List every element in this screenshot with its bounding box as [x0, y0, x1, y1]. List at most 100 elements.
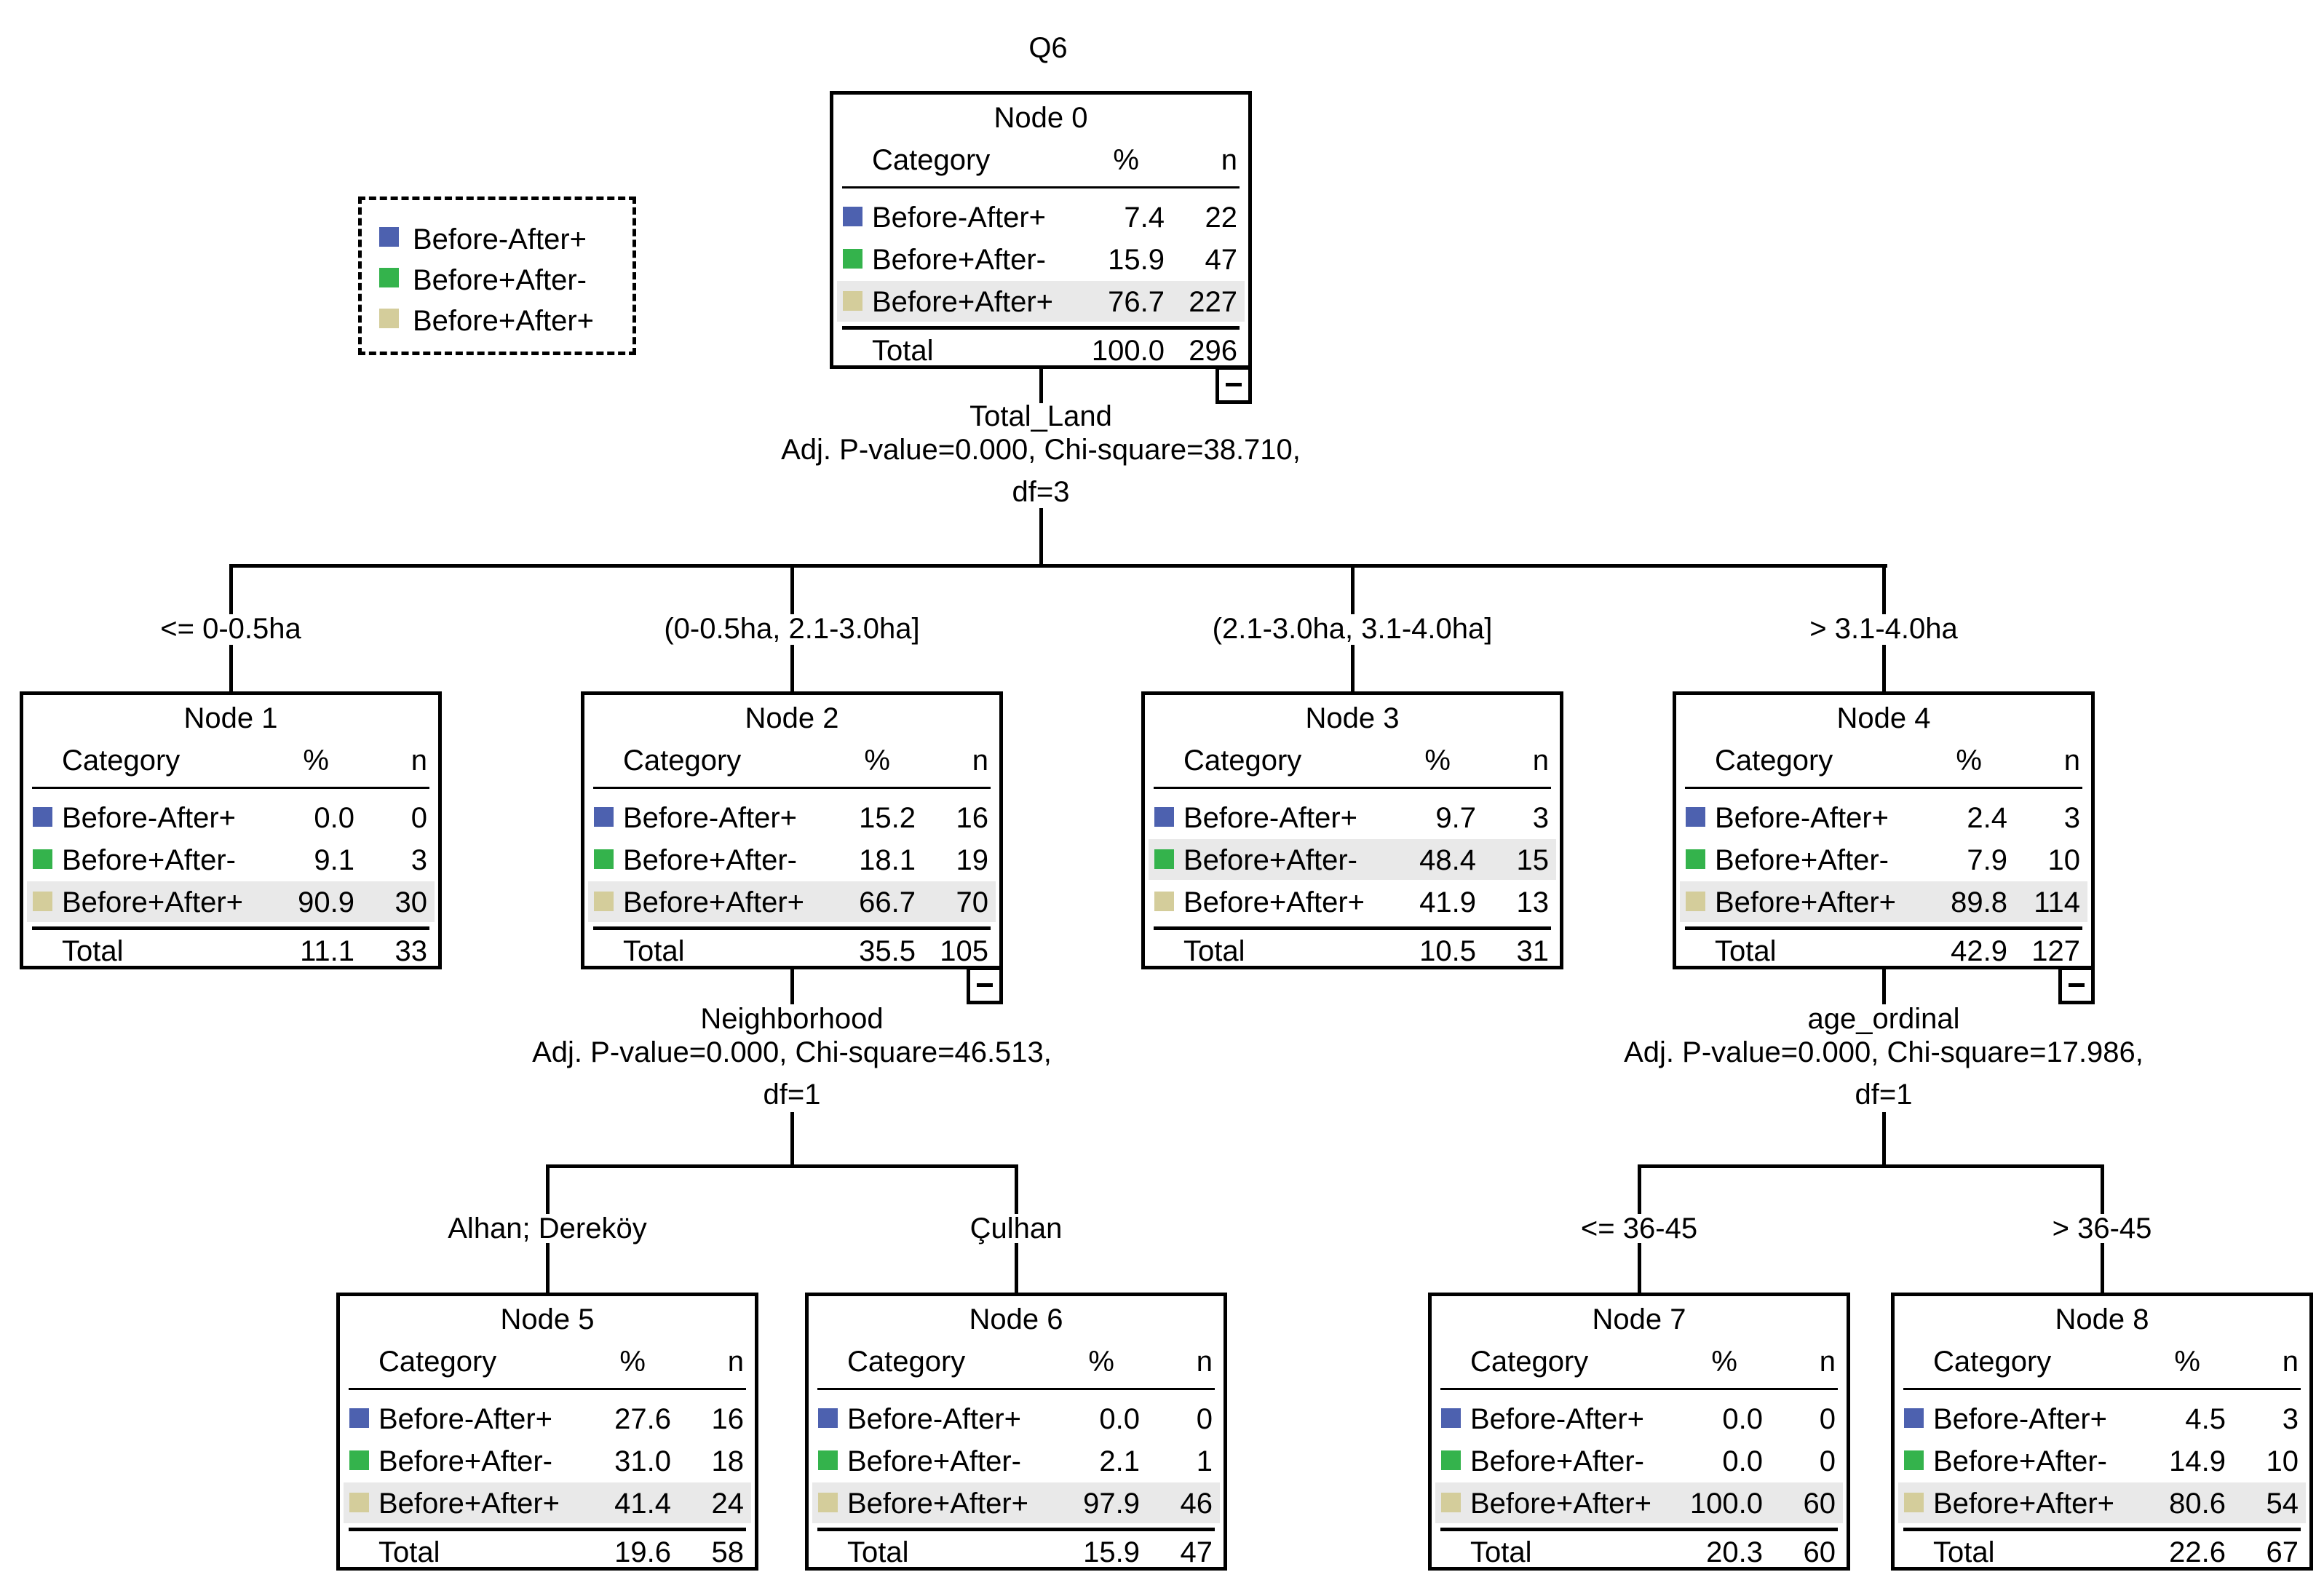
collapse-node-4-button[interactable]: [2058, 966, 2095, 1004]
legend-swatch-tan: [379, 309, 399, 328]
column-header-category: Category: [872, 144, 991, 176]
collapse-node-2-button[interactable]: [967, 966, 1003, 1004]
total-label: Total: [872, 335, 934, 367]
total-label: Total: [1715, 935, 1777, 967]
minus-icon: [1226, 383, 1242, 386]
table-header-row: Category%n: [584, 745, 999, 778]
branch-label-node-2: (0-0.5ha, 2.1-3.0ha]: [664, 613, 920, 645]
branch-label-node-6: Çulhan: [969, 1212, 1063, 1244]
connector-line: [1039, 366, 1043, 403]
node-title: Node 8: [2055, 1303, 2149, 1335]
category-label: Before+After-: [1183, 844, 1358, 876]
total-percent: 20.3: [1706, 1536, 1763, 1568]
category-label: Before-After+: [1715, 802, 1889, 834]
total-divider: [1154, 926, 1551, 930]
category-count: 13: [1516, 886, 1550, 918]
node-title: Node 0: [994, 102, 1088, 134]
column-header-category: Category: [1183, 745, 1302, 777]
connector-line: [1882, 645, 1886, 693]
collapse-node-0-button[interactable]: [1215, 366, 1252, 404]
table-header-row: Category% n: [833, 144, 1248, 178]
legend-swatch-blue: [379, 227, 399, 247]
connector-line: [1638, 1164, 1641, 1214]
connector-line: [2101, 1243, 2104, 1294]
column-header-count: n: [972, 745, 988, 777]
category-percent: 0.0: [1722, 1445, 1763, 1477]
legend-label: Before-After+: [413, 223, 587, 255]
column-header-percent: %: [864, 745, 890, 777]
category-color-swatch: [843, 291, 862, 311]
column-header-percent: %: [1113, 144, 1139, 176]
split-df: df=1: [763, 1079, 821, 1111]
category-percent: 2.4: [1967, 802, 2007, 834]
category-color-swatch: [1904, 1450, 1924, 1470]
category-color-swatch: [1686, 807, 1705, 827]
category-count: 30: [394, 886, 428, 918]
category-percent: 9.1: [314, 844, 354, 876]
category-label: Before+After+: [1933, 1488, 2115, 1520]
category-label: Before+After+: [1470, 1488, 1652, 1520]
legend-label: Before+After+: [413, 305, 595, 337]
legend-item: Before-After+: [362, 223, 632, 255]
column-header-percent: %: [1956, 745, 1982, 777]
connector-bar: [229, 564, 1887, 568]
connector-line: [1039, 508, 1043, 568]
category-count: 10: [2047, 844, 2081, 876]
split-stats: Adj. P-value=0.000, Chi-square=17.986,: [1624, 1036, 2143, 1068]
category-count: 19: [956, 844, 989, 876]
category-count: 18: [711, 1445, 745, 1477]
category-count: 54: [2266, 1488, 2299, 1520]
category-percent: 48.4: [1419, 844, 1476, 876]
category-color-swatch: [1441, 1450, 1461, 1470]
column-header-count: n: [411, 745, 427, 777]
category-color-swatch: [843, 249, 862, 269]
total-count: 105: [940, 935, 988, 967]
category-label: Before+After-: [623, 844, 798, 876]
total-divider: [593, 926, 991, 930]
category-color-swatch: [33, 807, 52, 827]
split-variable: Total_Land: [969, 400, 1112, 432]
column-header-category: Category: [62, 745, 181, 777]
column-header-count: n: [1221, 144, 1237, 176]
category-count: 1: [1196, 1445, 1213, 1477]
category-color-swatch: [349, 1408, 369, 1428]
category-color-swatch: [33, 849, 52, 869]
total-label: Total: [378, 1536, 440, 1568]
connector-line: [1638, 1243, 1641, 1294]
total-count: 47: [1180, 1536, 1213, 1568]
total-percent: 19.6: [614, 1536, 671, 1568]
category-label: Before+After-: [1470, 1445, 1645, 1477]
category-count: 0: [411, 802, 427, 834]
total-label: Total: [1933, 1536, 1995, 1568]
category-label: Before-After+: [847, 1403, 1022, 1435]
category-count: 114: [2034, 886, 2080, 918]
column-header-category: Category: [847, 1346, 966, 1378]
split-df: df=1: [1855, 1079, 1913, 1111]
branch-label-node-4: > 3.1-4.0ha: [1809, 613, 1958, 645]
node-title: Node 3: [1305, 702, 1400, 734]
category-label: Before+After+: [378, 1488, 560, 1520]
